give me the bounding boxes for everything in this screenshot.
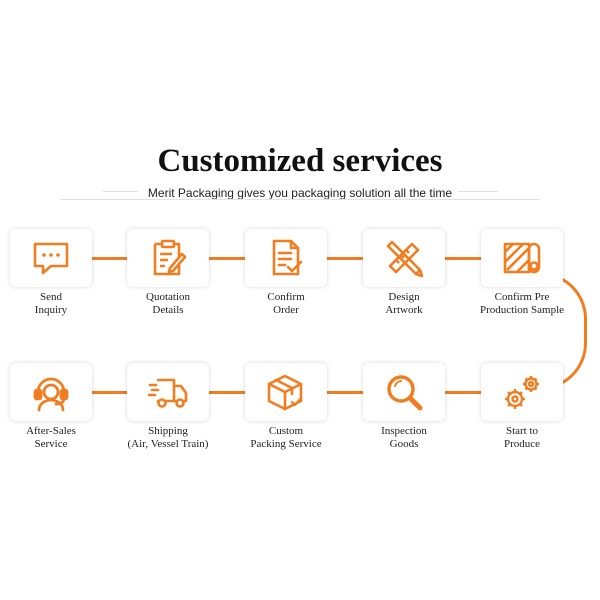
pencil-ruler-icon bbox=[386, 240, 424, 278]
headset-support-icon bbox=[33, 377, 69, 412]
package-box-icon bbox=[267, 374, 303, 411]
material-roll-icon bbox=[503, 242, 541, 274]
step-after-sales-service bbox=[10, 363, 92, 421]
step-inspection-goods bbox=[363, 363, 445, 421]
connector bbox=[327, 257, 363, 260]
connector bbox=[445, 391, 481, 394]
step-send-inquiry bbox=[10, 229, 92, 287]
step-label: Shipping(Air, Vessel Train) bbox=[127, 425, 209, 450]
step-confirm-pre-production-sample bbox=[481, 229, 563, 287]
connector bbox=[327, 391, 363, 394]
step-design-artwork bbox=[363, 229, 445, 287]
step-shipping bbox=[127, 363, 209, 421]
step-confirm-order bbox=[245, 229, 327, 287]
chat-bubble-icon bbox=[33, 242, 69, 275]
connector bbox=[209, 391, 245, 394]
delivery-truck-icon bbox=[147, 378, 188, 408]
subtitle-rule-left bbox=[103, 191, 138, 192]
step-start-to-produce bbox=[481, 363, 563, 421]
page-subtitle: Merit Packaging gives you packaging solu… bbox=[147, 186, 453, 200]
connector bbox=[445, 257, 481, 260]
document-check-icon bbox=[272, 239, 303, 276]
connector bbox=[92, 391, 127, 394]
gears-icon bbox=[505, 376, 539, 409]
connector bbox=[209, 257, 245, 260]
magnifier-icon bbox=[387, 375, 423, 411]
page-title: Customized services bbox=[157, 143, 443, 179]
step-custom-packing-service bbox=[245, 363, 327, 421]
clipboard-pencil-icon bbox=[153, 239, 187, 276]
header-divider bbox=[60, 199, 540, 200]
subtitle-rule-right bbox=[458, 191, 498, 192]
step-quotation-details bbox=[127, 229, 209, 287]
connector bbox=[92, 257, 127, 260]
